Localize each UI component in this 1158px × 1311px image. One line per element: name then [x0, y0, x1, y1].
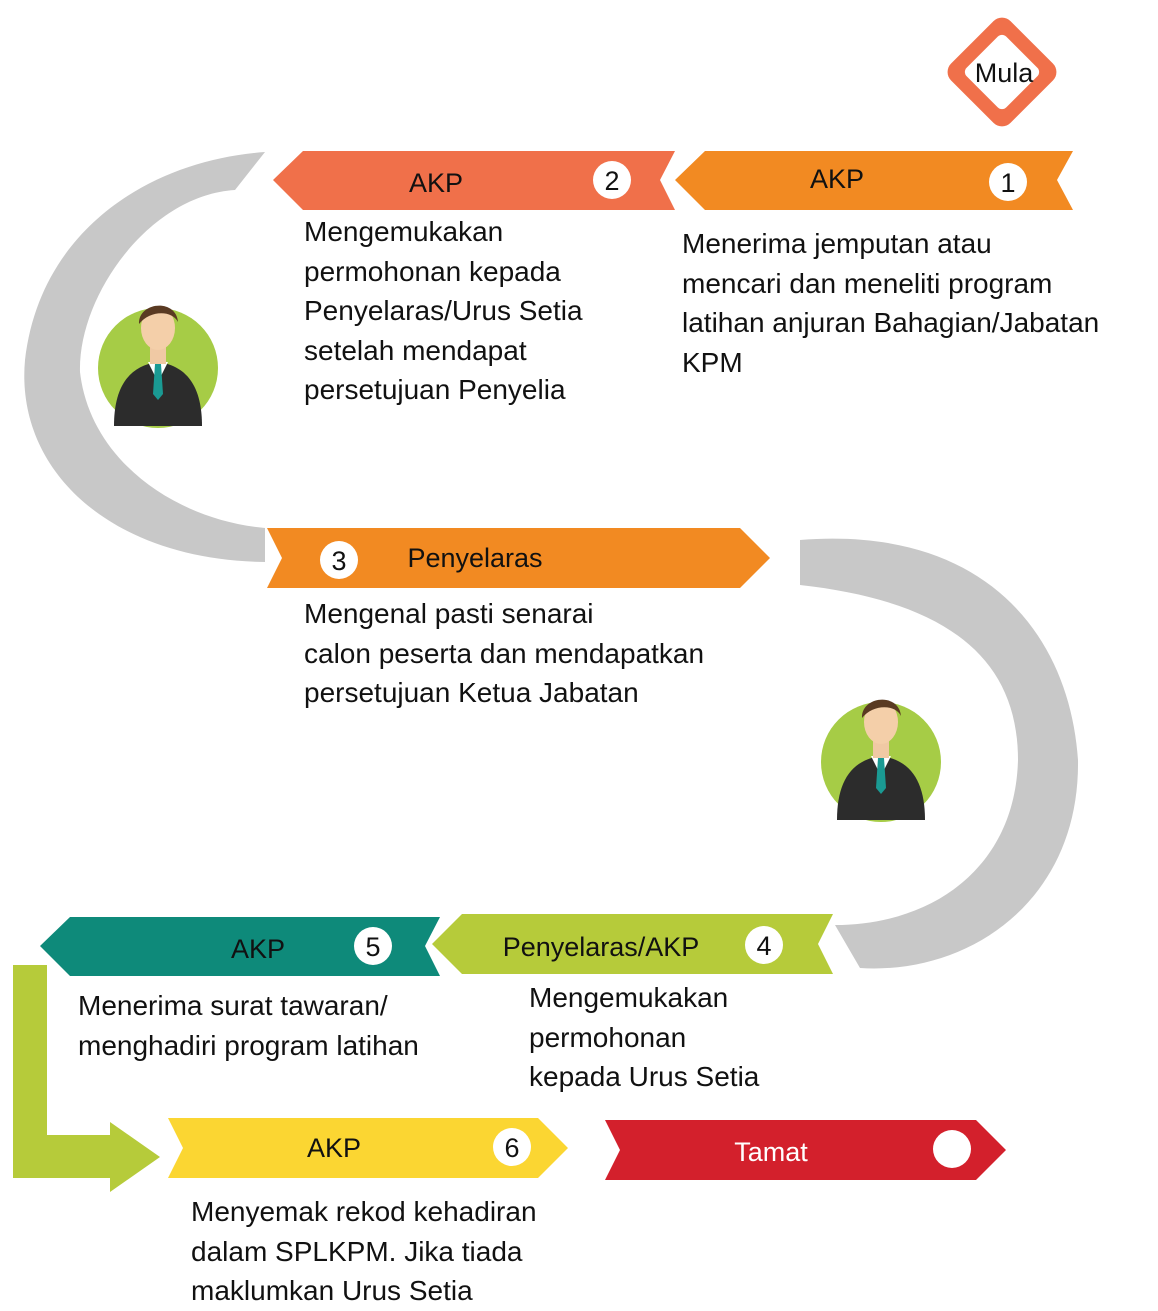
step-4-number: 4	[756, 931, 771, 961]
step-5-line: menghadiri program latihan	[78, 1029, 419, 1061]
step-1-badge	[989, 163, 1027, 201]
step-2-line: Mengemukakan	[304, 216, 504, 247]
step-6-role: AKP	[307, 1133, 361, 1163]
step-5-number: 5	[365, 932, 380, 962]
step-3-banner: 3 Penyelaras	[267, 528, 770, 588]
step-2-line: setelah mendapat	[304, 334, 527, 366]
step-1-line: KPM	[682, 346, 743, 378]
step-1-line: mencari dan meneliti program	[682, 267, 1053, 299]
step-4-badge	[745, 926, 783, 964]
step-6-banner: AKP 6	[168, 1118, 568, 1178]
end-label: Tamat	[734, 1137, 808, 1167]
connector-arc-left	[24, 152, 266, 562]
person-avatar-icon	[821, 699, 941, 822]
step-2-line: persetujuan Penyelia	[304, 374, 566, 405]
step-6-badge	[493, 1128, 531, 1166]
person-avatar-icon	[98, 305, 218, 428]
start-label: Mula	[975, 58, 1035, 88]
step-1-description: Menerima jemputan atau mencari dan menel…	[682, 224, 1099, 382]
step-6-line: Menyemak rekod kehadiran	[191, 1196, 537, 1227]
start-node: Mula	[947, 17, 1057, 127]
step-5-banner: AKP 5	[40, 917, 440, 976]
step-2-description: Mengemukakan permohonan kepada Penyelara…	[304, 212, 583, 410]
step-4-line: kepada Urus Setia	[529, 1061, 760, 1092]
step-3-role: Penyelaras	[407, 543, 542, 573]
connector-arrow-down-right	[13, 965, 160, 1192]
end-badge	[933, 1130, 971, 1168]
step-6-description: Menyemak rekod kehadiran dalam SPLKPM. J…	[191, 1192, 537, 1311]
connector-arc-right	[800, 538, 1079, 969]
step-2-line: permohonan kepada	[304, 255, 561, 287]
step-3-number: 3	[331, 546, 346, 576]
step-6-line: dalam SPLKPM. Jika tiada	[191, 1235, 523, 1267]
step-5-description: Menerima surat tawaran/ menghadiri progr…	[78, 986, 419, 1065]
step-4-line: Mengemukakan	[529, 982, 729, 1013]
step-4-line: permohonan	[529, 1021, 687, 1053]
step-1-number: 1	[1000, 168, 1015, 198]
step-4-role: Penyelaras/AKP	[503, 932, 700, 962]
step-3-line: persetujuan Ketua Jabatan	[304, 677, 639, 708]
step-2-banner: AKP 2	[273, 151, 675, 210]
step-1-role: AKP	[810, 164, 864, 194]
step-3-description: Mengenal pasti senarai calon peserta dan…	[304, 594, 704, 713]
step-1-line: latihan anjuran Bahagian/Jabatan	[682, 307, 1100, 338]
step-2-badge	[593, 161, 631, 199]
step-2-number: 2	[604, 166, 619, 196]
step-2-line: Penyelaras/Urus Setia	[304, 295, 583, 326]
step-3-line: Mengenal pasti senarai	[304, 598, 594, 629]
step-2-role: AKP	[409, 168, 463, 198]
step-6-number: 6	[504, 1133, 519, 1163]
step-6-line: maklumkan Urus Setia	[191, 1275, 473, 1306]
end-banner: Tamat	[605, 1120, 1006, 1180]
step-4-banner: Penyelaras/AKP 4	[432, 914, 833, 974]
step-5-badge	[354, 927, 392, 965]
step-5-role: AKP	[231, 934, 285, 964]
step-4-description: Mengemukakan permohonan kepada Urus Seti…	[529, 978, 759, 1097]
step-3-line: calon peserta dan mendapatkan	[304, 637, 705, 669]
step-1-line: Menerima jemputan atau	[682, 228, 992, 259]
step-1-banner: AKP 1	[675, 151, 1073, 210]
step-5-line: Menerima surat tawaran/	[78, 990, 388, 1021]
step-3-badge	[320, 541, 358, 579]
